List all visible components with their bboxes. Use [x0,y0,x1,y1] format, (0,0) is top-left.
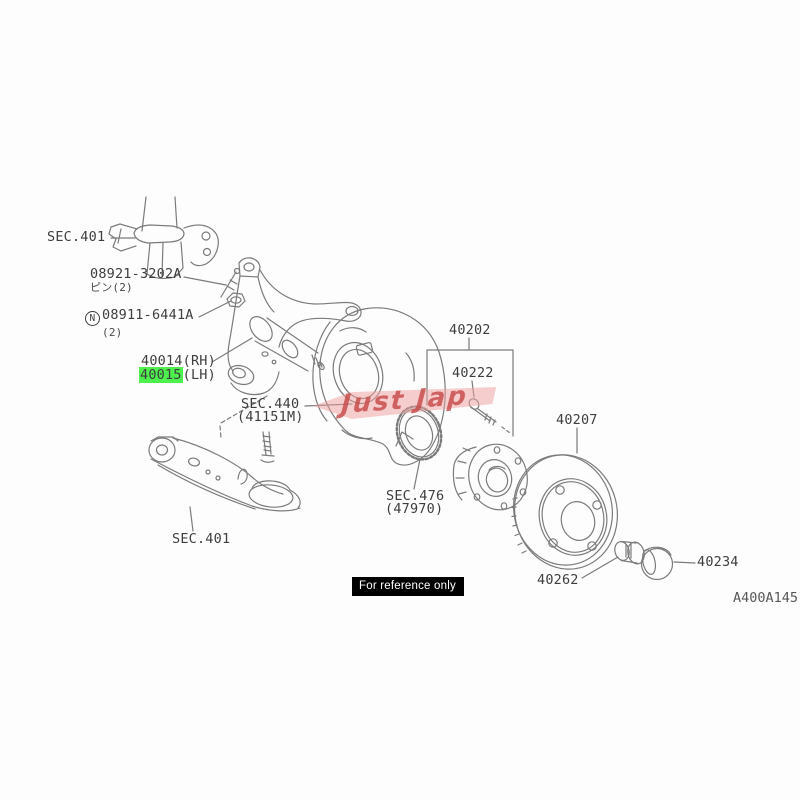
label-hub-bolt: 40222 [452,365,494,381]
circled-n-icon: N [85,311,100,326]
label-knuckle-rh: 40014(RH) [141,353,216,369]
disc-rotor-drawing [511,454,619,570]
knuckle-lh-side: (LH) [182,367,216,383]
reference-only-badge: For reference only [352,577,464,596]
hub-nut-drawing [614,540,645,565]
label-sensor-rotor-section: SEC.476 (47970) [385,488,445,517]
diagram-code: A400A145 [733,590,799,606]
label-hub-nut: 40262 [537,572,579,588]
label-hub-assembly: 40202 [449,322,491,338]
hub-cap-drawing [640,546,674,581]
strut-drawing [108,196,219,280]
pin-part-no: 08921-3202A [90,266,182,282]
baffle-plate-ref: (41151M) [237,409,304,425]
knuckle-rh-side: (RH) [182,353,216,369]
hub-assembly-drawing [452,443,528,511]
sensor-rotor-sec: SEC.476 [386,488,445,504]
knuckle-drawing [219,257,362,439]
transverse-link-drawing [148,431,301,512]
pin-qty-note: ピン(2) [90,281,133,294]
knuckle-rh-part-no: 40014 [141,353,183,369]
label-knuckle-lh: 40015(LH) [139,367,216,383]
sensor-rotor-ref: (47970) [385,501,444,517]
label-pin: 08921-3202A ピン(2) [90,266,182,294]
leader-lines [110,237,696,579]
lock-nut-qty-note: (2) [102,326,123,339]
baffle-plate-sec: SEC.440 [241,396,300,412]
label-baffle-plate-section: SEC.440 (41151M) [237,396,304,424]
label-transverse-link-section: SEC.401 [172,531,231,547]
label-disc-rotor: 40207 [556,412,598,428]
label-strut-section: SEC.401 [47,229,106,245]
knuckle-lh-part-no: 40015 [139,367,183,383]
label-hub-cap: 40234 [697,554,739,570]
lock-nut-part-no: 08911-6441A [102,307,194,323]
